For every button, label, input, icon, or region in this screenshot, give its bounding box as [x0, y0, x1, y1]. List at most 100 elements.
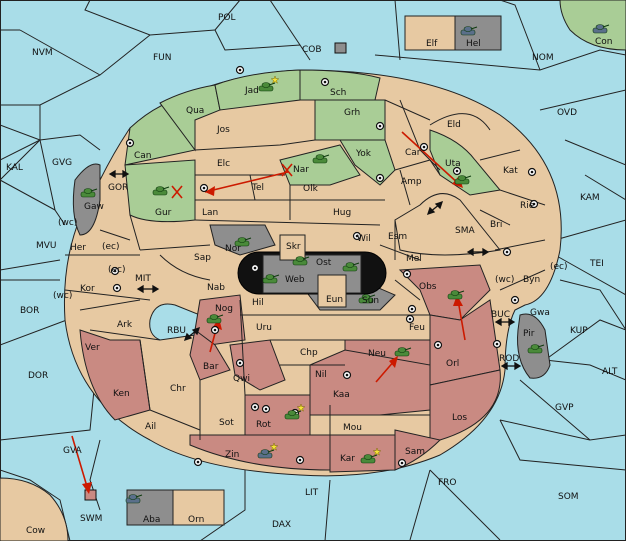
- label-Hil: Hil: [252, 298, 264, 308]
- tank-icon[interactable]: [454, 175, 472, 185]
- tank-icon[interactable]: [358, 294, 376, 304]
- label-Yok: Yok: [355, 149, 372, 159]
- label-wc3: (wc): [53, 291, 72, 301]
- move-arrow-line: [204, 171, 289, 193]
- supply-center-dot: [532, 202, 536, 206]
- tank-icon[interactable]: [527, 344, 545, 354]
- label-Eld: Eld: [447, 120, 461, 130]
- tank-icon[interactable]: [292, 256, 310, 266]
- label-BUC: BUC: [491, 310, 510, 320]
- region-Elf[interactable]: [404, 15, 456, 51]
- move-arrow-line: [457, 299, 466, 341]
- tank-icon[interactable]: [447, 290, 465, 300]
- supply-center-dot: [405, 272, 409, 276]
- region-Con[interactable]: [559, 0, 626, 51]
- label-ROD: ROD: [499, 354, 519, 364]
- tank-icon[interactable]: [342, 262, 360, 272]
- region-Qua[interactable]: [159, 84, 221, 152]
- yellow-star-icon: [270, 75, 280, 84]
- label-Wil: Wil: [357, 234, 371, 244]
- label-Aba: Aba: [143, 515, 160, 525]
- tank-icon[interactable]: [284, 403, 306, 420]
- supply-center-dot: [408, 317, 412, 321]
- label-Nil: Nil: [315, 370, 327, 380]
- label-Orn: Orn: [188, 515, 204, 525]
- label-Nor: Nor: [225, 244, 241, 254]
- region-Sch[interactable]: [299, 69, 381, 101]
- region-Skr[interactable]: [279, 234, 306, 261]
- double-arrow-icon: [183, 326, 201, 342]
- label-Hel: Hel: [466, 39, 481, 49]
- label-Kaa: Kaa: [333, 390, 350, 400]
- tank-icon[interactable]: [152, 186, 170, 196]
- region-Grh[interactable]: [314, 99, 386, 141]
- label-Gaw: Gaw: [84, 202, 104, 212]
- tank-icon[interactable]: [258, 75, 280, 92]
- label-Ost: Ost: [316, 258, 332, 268]
- tank-icon[interactable]: [80, 188, 98, 198]
- double-arrow-icon: [494, 317, 516, 327]
- arrowhead-icon: [453, 295, 463, 306]
- label-wc2: (wc): [495, 275, 514, 285]
- move-arrow-line: [71, 435, 89, 491]
- tank-icon[interactable]: [394, 347, 412, 357]
- label-Kar: Kar: [340, 454, 355, 464]
- tank-icon[interactable]: [360, 447, 382, 464]
- region-Hel[interactable]: [454, 15, 502, 51]
- region-Gaw[interactable]: [72, 163, 101, 236]
- region-SWM-island: [84, 489, 97, 501]
- label-ALT: ALT: [602, 367, 618, 377]
- double-arrow-icon: [108, 169, 130, 179]
- tank-icon[interactable]: [592, 24, 610, 34]
- region-Yok[interactable]: [339, 139, 396, 186]
- double-arrow-icon: [136, 284, 160, 294]
- labels: POL NVM FUN COB NOM OVD KAL GVG KAM TEI …: [6, 13, 618, 536]
- label-Kat: Kat: [503, 166, 518, 176]
- label-Qua: Qua: [186, 106, 204, 116]
- label-Kor: Kor: [80, 284, 95, 294]
- label-KAL: KAL: [6, 163, 23, 173]
- label-FUN: FUN: [153, 53, 172, 63]
- region-Rot[interactable]: [244, 394, 311, 436]
- region-Bar[interactable]: [189, 329, 231, 381]
- supply-center-dot: [202, 186, 206, 190]
- label-Elf: Elf: [426, 39, 438, 49]
- label-Eun: Eun: [326, 295, 343, 305]
- label-Lan: Lan: [202, 208, 218, 218]
- label-MVU: MVU: [36, 241, 57, 251]
- label-Obs: Obs: [419, 282, 437, 292]
- region-Nar[interactable]: [279, 144, 361, 186]
- tank-icon[interactable]: [460, 26, 478, 36]
- green-territories: [124, 69, 501, 223]
- region-Orn[interactable]: [172, 489, 225, 526]
- tank-icon[interactable]: [257, 442, 279, 459]
- supply-center-dot: [115, 286, 119, 290]
- label-Los: Los: [452, 413, 467, 423]
- supply-center-dot: [422, 145, 426, 149]
- tank-icon[interactable]: [206, 314, 224, 324]
- label-Ark: Ark: [117, 320, 133, 330]
- supply-center-dot: [495, 342, 499, 346]
- supply-centers: [110, 65, 539, 468]
- label-Con: Con: [595, 37, 613, 47]
- supply-center-dot: [455, 169, 459, 173]
- label-Can: Can: [134, 151, 152, 161]
- label-Sot: Sot: [219, 418, 234, 428]
- tank-icon[interactable]: [262, 274, 280, 284]
- tank-icon[interactable]: [125, 494, 143, 504]
- label-Cow: Cow: [26, 526, 45, 536]
- label-GVP: GVP: [555, 403, 574, 413]
- tank-icon[interactable]: [312, 154, 330, 164]
- label-Uta: Uta: [445, 159, 461, 169]
- arrowhead-icon: [82, 482, 92, 494]
- label-NVM: NVM: [32, 48, 53, 58]
- label-DAX: DAX: [272, 520, 291, 530]
- label-SOM: SOM: [558, 492, 579, 502]
- tank-icon[interactable]: [234, 237, 252, 247]
- label-Mou: Mou: [343, 423, 362, 433]
- label-Gur: Gur: [155, 208, 172, 218]
- region-Eun[interactable]: [317, 274, 347, 308]
- region-Cow[interactable]: [0, 477, 69, 541]
